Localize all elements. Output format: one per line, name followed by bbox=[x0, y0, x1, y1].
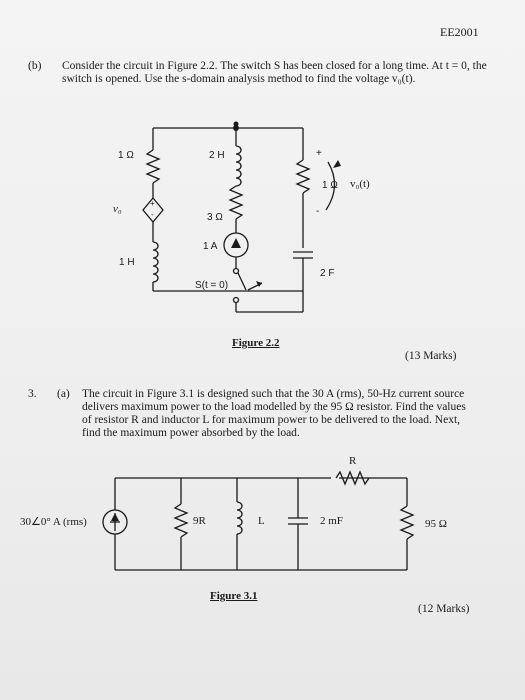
label-3-l: L bbox=[258, 515, 265, 527]
label-cap: 2 F bbox=[320, 268, 335, 279]
label-vo-dependent: v₀ bbox=[113, 203, 122, 215]
label-3-load: 95 Ω bbox=[425, 518, 447, 530]
question-3-marks: (12 Marks) bbox=[418, 603, 470, 615]
label-switch: S(t = 0) bbox=[195, 280, 229, 291]
label-plus-out: + bbox=[316, 148, 322, 159]
label-3-r: R bbox=[349, 455, 357, 467]
question-b-marks: (13 Marks) bbox=[405, 350, 457, 362]
question-3a-label: (a) bbox=[57, 388, 70, 400]
label-l1: 2 H bbox=[209, 150, 225, 161]
label-l2: 1 H bbox=[119, 257, 135, 268]
label-r1: 1 Ω bbox=[118, 150, 134, 161]
label-3-c: 2 mF bbox=[320, 515, 343, 527]
label-3-source: 30∠0° A (rms) bbox=[20, 516, 87, 528]
question-3-number: 3. bbox=[28, 388, 37, 400]
figure-3-1-caption: Figure 3.1 bbox=[210, 590, 258, 602]
question-b-text: Consider the circuit in Figure 2.2. The … bbox=[62, 60, 487, 85]
label-minus-out: - bbox=[316, 206, 320, 217]
course-code: EE2001 bbox=[440, 25, 479, 39]
question-3a-text: The circuit in Figure 3.1 is designed su… bbox=[82, 388, 466, 439]
label-r-out: 1 Ω bbox=[322, 180, 338, 191]
label-r2: 3 Ω bbox=[207, 212, 223, 223]
figure-2-2-caption: Figure 2.2 bbox=[232, 337, 280, 349]
label-dep-minus: - bbox=[151, 210, 154, 219]
question-b-label: (b) bbox=[28, 60, 42, 72]
label-vo-out: v₀(t) bbox=[350, 178, 370, 190]
label-dep-plus: + bbox=[150, 199, 155, 208]
label-source: 1 A bbox=[203, 241, 218, 252]
label-3-r9: 9R bbox=[193, 515, 206, 527]
